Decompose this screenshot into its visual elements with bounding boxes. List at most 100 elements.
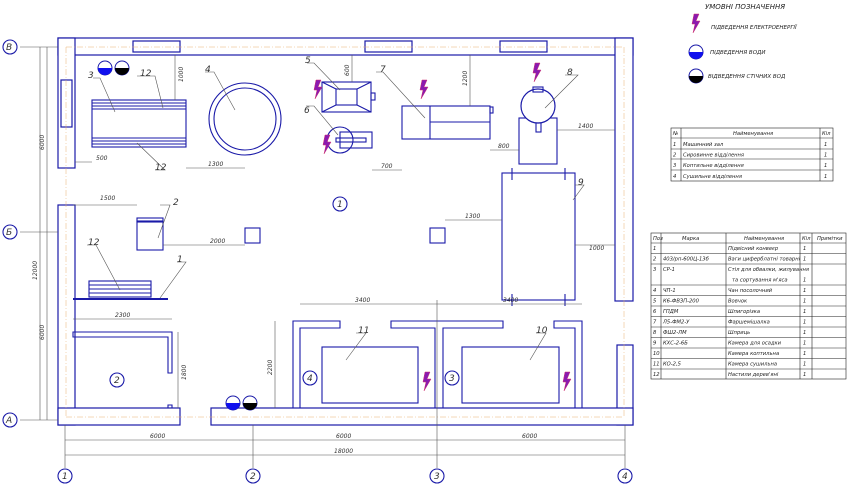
table-cell: Стіл для обвалки, жилування <box>728 267 809 273</box>
table-cell: Фаршемішалка <box>728 320 770 326</box>
table-cell: Підвісний конвеєр <box>728 246 779 252</box>
table-cell: 1 <box>803 246 806 252</box>
lightning-icon <box>691 13 701 34</box>
table-cell: 3 <box>653 267 656 273</box>
table-cell: Чан посолочний <box>728 288 773 294</box>
table-cell: 11 <box>653 362 660 368</box>
table-cell: 7 <box>653 320 657 326</box>
water-supply-icon <box>688 44 704 60</box>
svg-text:4: 4 <box>205 65 211 75</box>
table-cell: 1 <box>824 163 827 169</box>
table-cell: Машинний зал <box>683 142 724 148</box>
svg-text:1300: 1300 <box>208 161 223 168</box>
svg-text:А: А <box>5 416 12 426</box>
svg-text:1000: 1000 <box>589 245 604 252</box>
svg-text:3: 3 <box>434 472 440 482</box>
svg-text:ПІДВЕДЕННЯ ВОДИ: ПІДВЕДЕННЯ ВОДИ <box>710 50 765 56</box>
grid-lines <box>20 46 626 468</box>
svg-text:ПІДВЕДЕННЯ ЕЛЕКТРОЕНЕРГІЇ: ПІДВЕДЕННЯ ЕЛЕКТРОЕНЕРГІЇ <box>711 24 798 31</box>
svg-text:8: 8 <box>567 68 573 78</box>
svg-text:2300: 2300 <box>115 312 130 319</box>
table-cell: 8 <box>653 330 657 336</box>
table-cell: 1 <box>803 299 806 305</box>
svg-text:2: 2 <box>114 376 120 386</box>
table-cell: Сушильне відділення <box>683 174 742 180</box>
svg-text:1: 1 <box>337 200 343 210</box>
water-supply-icon <box>225 395 241 411</box>
svg-text:500: 500 <box>96 155 108 162</box>
table-cell: 1 <box>803 341 806 347</box>
table-cell: Л5-ФМ2-У <box>662 320 690 326</box>
table-cell: Сировинне відділення <box>683 153 744 159</box>
svg-text:12: 12 <box>140 69 152 79</box>
table-cell: 1 <box>824 174 827 180</box>
table-cell: 4 <box>673 174 676 180</box>
table-cell: ГПДМ <box>663 309 679 315</box>
svg-text:6000: 6000 <box>336 433 351 440</box>
table-cell: 4 <box>653 288 656 294</box>
svg-text:2: 2 <box>250 472 256 482</box>
settling-chamber-9 <box>501 168 576 306</box>
table-cell: Вовчок <box>728 299 748 305</box>
svg-text:9: 9 <box>578 178 584 188</box>
lightning-icon <box>562 371 572 392</box>
table-cell: Камера коптильна <box>728 351 779 357</box>
svg-text:11: 11 <box>358 326 369 336</box>
svg-text:5: 5 <box>305 56 311 66</box>
table-cell: 12 <box>653 372 660 378</box>
table-cell: 1 <box>803 351 806 357</box>
smoking-chamber-10 <box>461 346 560 404</box>
table-cell: СР-1 <box>663 267 675 273</box>
table-cell: 6 <box>653 309 657 315</box>
lightning-icon <box>422 371 432 392</box>
table-cell: 1 <box>803 372 806 378</box>
svg-text:1500: 1500 <box>100 195 115 202</box>
svg-text:1200: 1200 <box>462 71 469 86</box>
svg-text:2: 2 <box>173 198 179 208</box>
lard-cutter-6 <box>326 126 373 154</box>
svg-text:600: 600 <box>344 64 351 76</box>
position-labels: 3 12 4 5 6 7 8 9 2 1 12 12 11 10 1 2 3 4 <box>87 56 585 388</box>
table-cell: Ваги циферблатні товарні <box>728 257 801 263</box>
svg-text:Марка: Марка <box>682 236 699 242</box>
table-3-with-decking-12 <box>91 99 187 148</box>
table-cell: 2 <box>653 257 656 263</box>
svg-text:1300: 1300 <box>465 213 480 220</box>
table-cell: 1 <box>803 288 806 294</box>
table-cell: Коптильне відділення <box>683 163 744 169</box>
svg-text:1: 1 <box>177 255 183 265</box>
svg-text:6000: 6000 <box>39 325 46 340</box>
axis-markers: В Б А 1 2 3 4 <box>2 39 633 484</box>
svg-text:№: № <box>672 131 678 137</box>
mincer-5 <box>321 81 376 113</box>
svg-text:700: 700 <box>381 163 393 170</box>
equipment <box>73 81 576 404</box>
table-cell: КО-2,5 <box>663 362 682 368</box>
svg-text:4: 4 <box>622 472 628 482</box>
svg-text:Кіл: Кіл <box>822 131 831 137</box>
decking-12-and-conveyor-1 <box>73 280 168 300</box>
table-cell: 403/рп-600Ц-13б <box>663 257 710 263</box>
table-cell: 1 <box>803 330 806 336</box>
table-cell: 1 <box>653 246 656 252</box>
svg-text:Поз: Поз <box>653 236 663 242</box>
svg-text:12000: 12000 <box>32 261 39 280</box>
sewage-icon <box>242 395 258 411</box>
table-cell: 1 <box>803 320 806 326</box>
table-cell: 1 <box>803 278 806 284</box>
table-cell: 3 <box>673 163 676 169</box>
table-cell: 5 <box>653 299 657 305</box>
svg-text:800: 800 <box>498 143 510 150</box>
lightning-icon <box>532 62 542 83</box>
lightning-icon <box>313 79 323 100</box>
utility-symbols <box>97 60 572 411</box>
column <box>244 227 261 244</box>
svg-text:6000: 6000 <box>522 433 537 440</box>
svg-text:1: 1 <box>62 472 68 482</box>
svg-text:7: 7 <box>380 65 386 75</box>
svg-text:6: 6 <box>304 106 310 116</box>
table-cell: ЧП-1 <box>663 288 676 294</box>
mixer-7 <box>401 105 494 140</box>
table-cell: ФШ2-ЛМ <box>663 330 687 336</box>
